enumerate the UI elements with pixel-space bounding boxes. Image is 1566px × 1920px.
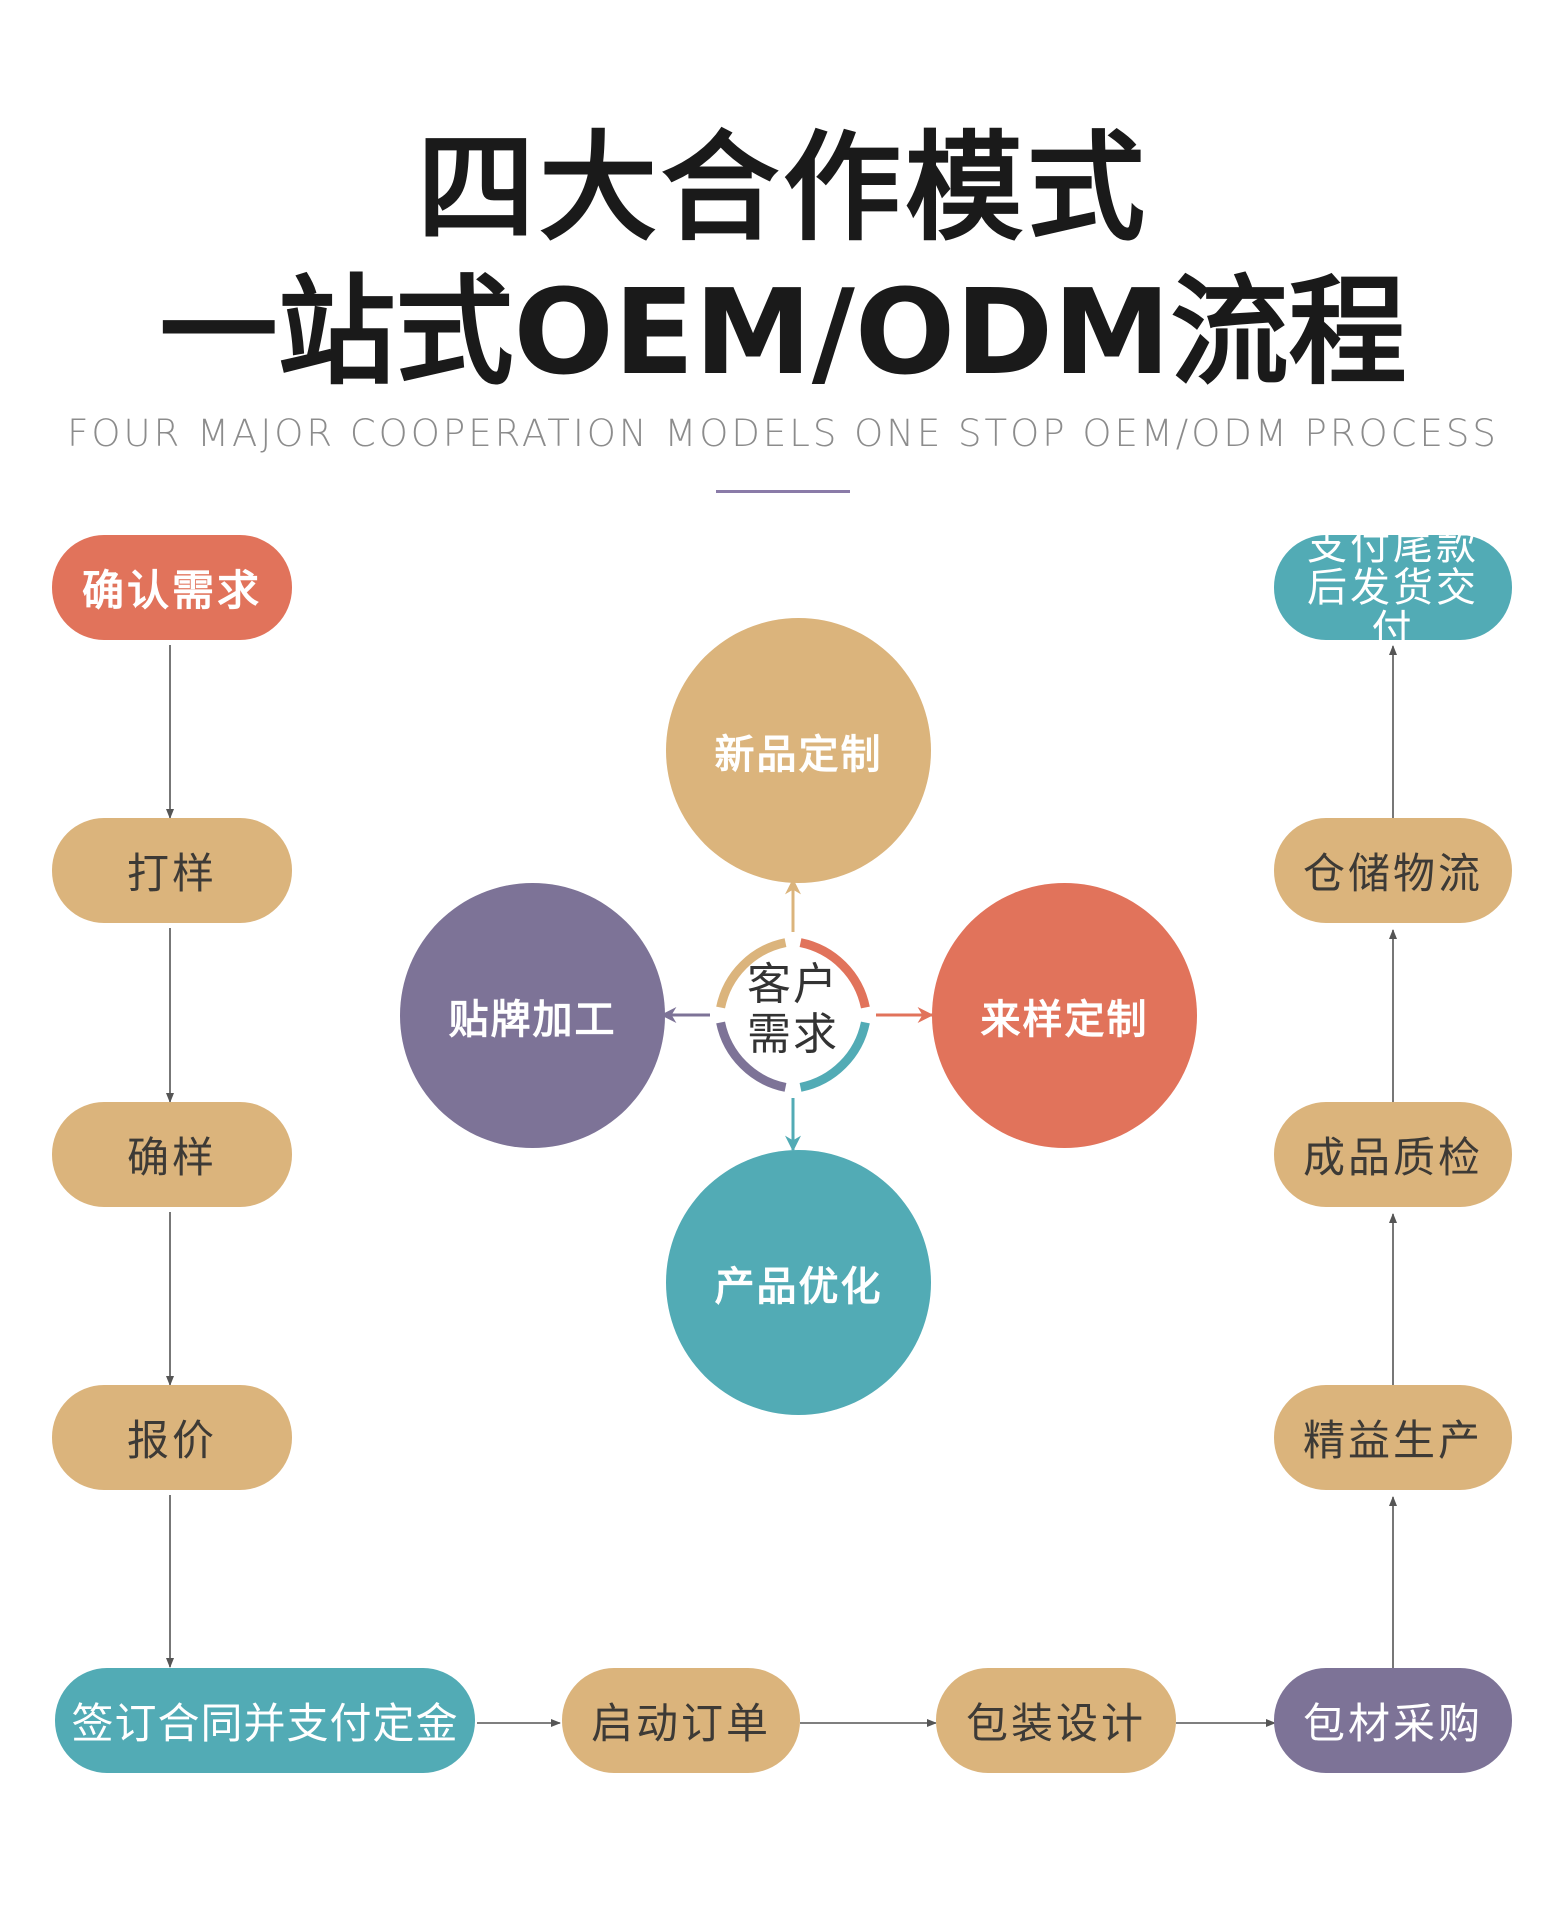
hub-arc-top-left	[716, 938, 787, 1009]
page-title-line2: 一站式OEM/ODM流程	[159, 263, 1407, 401]
hub-ring	[716, 938, 870, 1092]
step-lean-production: 精益生产	[1274, 1385, 1512, 1490]
step-sign-contract-deposit: 签订合同并支付定金	[55, 1668, 475, 1773]
step-packaging-procurement: 包材采购	[1274, 1668, 1512, 1773]
title-divider	[716, 490, 850, 493]
step-packaging-design: 包装设计	[936, 1668, 1176, 1773]
page-title-line1: 四大合作模式	[416, 119, 1149, 257]
step-confirm-requirements: 确认需求	[52, 535, 292, 640]
model-product-optimization: 产品优化	[666, 1150, 931, 1415]
hub-arc-bottom-left	[716, 1021, 787, 1092]
hub-arc-bottom-right	[799, 1021, 870, 1092]
step-confirm-sample: 确样	[52, 1102, 292, 1207]
step-warehousing-logistics: 仓储物流	[1274, 818, 1512, 923]
step-quotation: 报价	[52, 1385, 292, 1490]
hub-customer-needs: 客户需求	[747, 959, 839, 1060]
step-quality-inspection: 成品质检	[1274, 1102, 1512, 1207]
model-oem-labeling: 贴牌加工	[400, 883, 665, 1148]
step-final-payment-delivery: 支付尾款后发货交付	[1274, 525, 1512, 651]
model-sample-based-custom: 来样定制	[932, 883, 1197, 1148]
step-sampling: 打样	[52, 818, 292, 923]
page-subtitle: FOUR MAJOR COOPERATION MODELS ONE STOP O…	[67, 412, 1499, 455]
hub-arc-top-right	[799, 938, 870, 1009]
model-new-product-custom: 新品定制	[666, 618, 931, 883]
step-start-order: 启动订单	[562, 1668, 800, 1773]
